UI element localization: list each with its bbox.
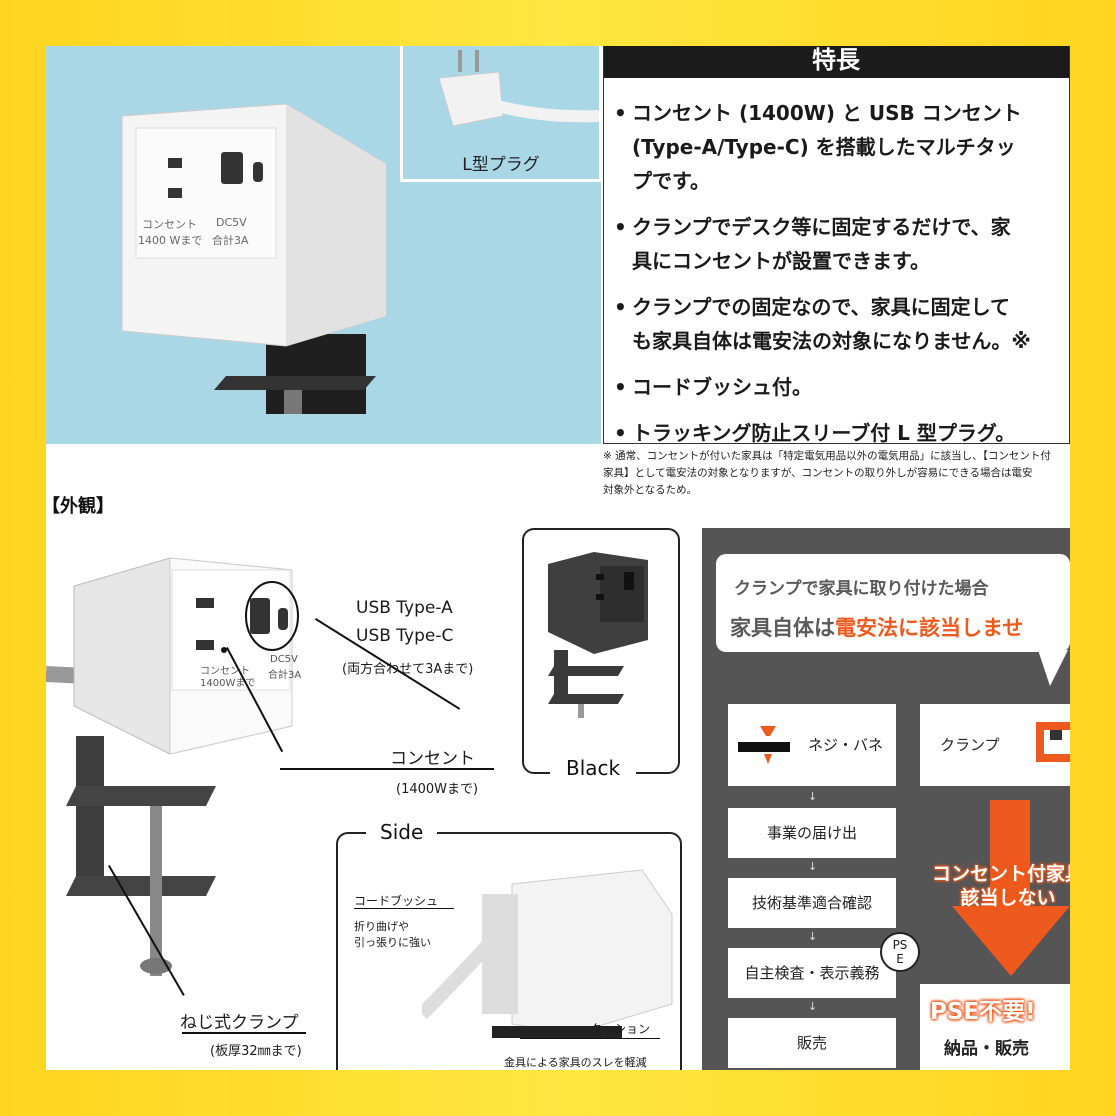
- flow-step-3: 自主検査・表示義務: [728, 948, 896, 998]
- pse-mark-text-1: PS: [892, 938, 908, 952]
- side-view-illustration: [422, 869, 673, 1038]
- hero-usb-label-1: DC5V: [216, 216, 247, 229]
- l-plug-label: L型プラグ: [462, 155, 540, 175]
- pse-mark-icon: PS E: [880, 932, 920, 972]
- cushion-note: 金具による家具のスレを軽減: [504, 1056, 647, 1069]
- pse-free-title: PSE不要!: [930, 999, 1036, 1025]
- side-view-box: [336, 832, 682, 1070]
- clamp-note: (板厚32㎜まで): [210, 1044, 302, 1059]
- not-applicable-text: コンセント付家具 該当しない: [931, 863, 1070, 909]
- cord-bush-underline: [354, 908, 454, 909]
- cushion-label: クッション: [590, 1022, 651, 1036]
- flow-step-4: 販売: [728, 1018, 896, 1068]
- features-list: コンセント (1400W) と USB コンセント (Type-A/Type-C…: [604, 78, 1069, 450]
- footnote: ※ 通常、コンセントが付いた家具は「特定電気用品以外の電気用品」に該当し、【コン…: [603, 450, 1051, 496]
- down-arrow-icon: ↓: [808, 790, 818, 803]
- speech-line-2: 家具自体は電安法に該当しませ: [730, 612, 1023, 642]
- hero-usb-label-2: 合計3A: [212, 234, 249, 247]
- cushion-underline: [520, 1038, 660, 1039]
- feature-item: コードブッシュ付。: [614, 370, 1069, 404]
- unit-outlet-label-1: コンセント: [200, 666, 250, 677]
- feature-item: トラッキング防止スリーブ付 L 型プラグ。: [614, 416, 1069, 450]
- flow-step-2: 技術基準適合確認: [728, 878, 896, 928]
- feature-item: クランプでデスク等に固定するだけで、家 具にコンセントが設置できます。: [614, 210, 1069, 278]
- features-box: 特長 コンセント (1400W) と USB コンセント (Type-A/Typ…: [603, 46, 1070, 450]
- speech-line-1: クランプで家具に取り付けた場合: [734, 579, 989, 599]
- feature-item: コンセント (1400W) と USB コンセント (Type-A/Type-C…: [614, 96, 1069, 198]
- speech-line-2b: 電安法に該当しませ: [835, 616, 1024, 640]
- black-unit-illustration: [548, 552, 648, 718]
- black-variant-label: Black: [550, 756, 637, 780]
- big-down-arrow-icon: [952, 800, 1070, 976]
- outlet-label: コンセント: [390, 749, 475, 769]
- usb-note: (両方合わせて3Aまで): [342, 662, 474, 677]
- l-plug-illustration: [438, 50, 600, 127]
- speech-line-2a: 家具自体は: [730, 616, 835, 640]
- pse-free-sub: 納品・販売: [944, 1039, 1029, 1059]
- feature-item: クランプでの固定なので、家具に固定して も家具自体は電安法の対象になりません。※: [614, 290, 1069, 358]
- down-arrow-icon: ↓: [808, 860, 818, 873]
- pse-flow-panel: クランプで家具に取り付けた場合 家具自体は電安法に該当しませ ネジ・バネ クラン…: [702, 528, 1070, 1070]
- section-title-appearance: 【外観】: [46, 496, 114, 517]
- clamp-label: ねじ式クランプ: [180, 1013, 299, 1033]
- hero-outlet-label-2: 1400 Wまで: [138, 234, 203, 247]
- usb-type-c-label: USB Type-C: [356, 626, 454, 646]
- unit-outlet-label-2: 1400Wまで: [200, 678, 256, 689]
- clamp-callout-underline: [182, 1032, 306, 1034]
- speech-bubble: クランプで家具に取り付けた場合 家具自体は電安法に該当しませ: [716, 554, 1070, 652]
- screw-icon: [738, 726, 790, 764]
- outlet-callout-underline: [280, 768, 494, 770]
- flow-step-1: 事業の届け出: [728, 808, 896, 858]
- usb-type-a-label: USB Type-A: [356, 598, 453, 618]
- screw-label: ネジ・バネ: [808, 736, 884, 754]
- hero-outlet-label-1: コンセント: [142, 218, 197, 231]
- outlet-note: (1400Wまで): [396, 782, 479, 797]
- down-arrow-icon: ↓: [808, 930, 818, 943]
- pse-mark-text-2: E: [896, 952, 904, 966]
- cord-bush-label: コードブッシュ: [354, 894, 439, 908]
- main-product-illustration: [46, 557, 299, 976]
- cord-bush-note-1: 折り曲げや: [354, 920, 409, 933]
- flow-box-screw: ネジ・バネ: [728, 704, 896, 786]
- features-title: 特長: [604, 46, 1069, 78]
- l-plug-inset: L型プラグ: [400, 46, 602, 182]
- clamp-icon: [1036, 722, 1070, 762]
- power-tap-illustration: [121, 103, 387, 414]
- speech-tail: [1038, 650, 1068, 686]
- cord-bush-note-2: 引っ張りに強い: [354, 936, 431, 949]
- pse-free-box: PSE不要! 納品・販売: [920, 984, 1070, 1070]
- clamp-flow-label: クランプ: [940, 736, 1000, 754]
- flow-box-clamp: クランプ: [920, 704, 1070, 786]
- down-arrow-icon: ↓: [808, 1000, 818, 1013]
- unit-usb-label-2: 合計3A: [268, 670, 302, 681]
- black-variant-box: [522, 528, 680, 774]
- unit-usb-label-1: DC5V: [270, 654, 298, 665]
- side-view-label: Side: [366, 820, 438, 844]
- product-page: コンセント 1400 Wまで DC5V 合計3A L型プラグ 特長 コンセント …: [46, 46, 1070, 1070]
